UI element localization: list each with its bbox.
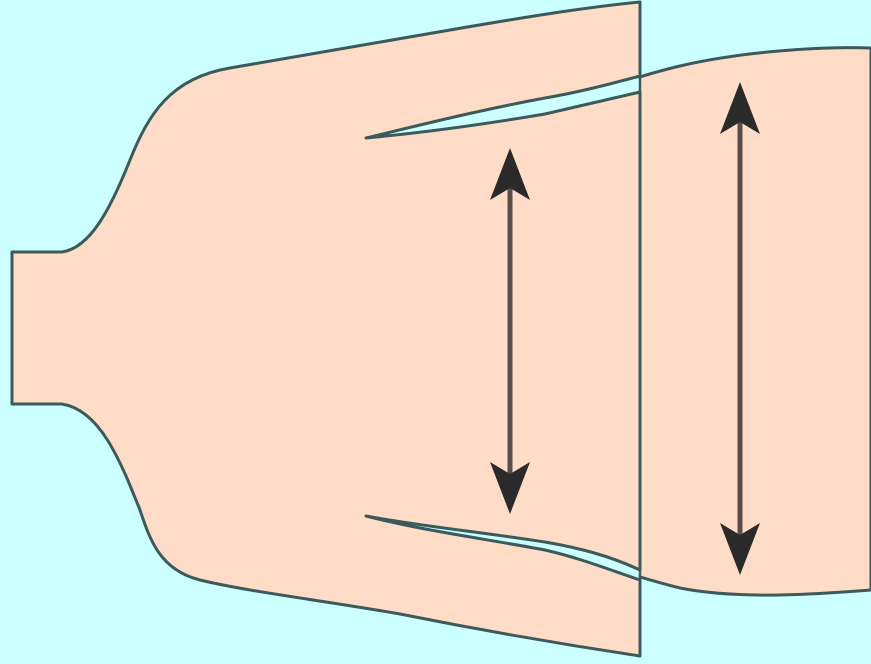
diagram-canvas [0,0,871,664]
body-cross-section-diagram [0,0,871,664]
